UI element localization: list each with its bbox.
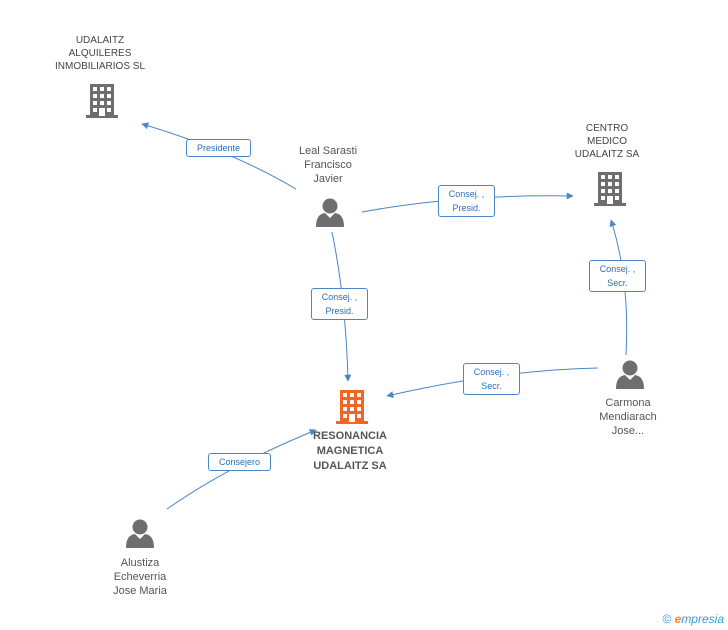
person-label-leal-sarasti[interactable]: Leal Sarasti Francisco Javier xyxy=(278,144,378,186)
edge-label-carmona-centro[interactable]: Consej. , Secr. xyxy=(589,260,646,292)
label-line: MAGNETICA xyxy=(316,445,384,457)
label-line: UDALAITZ SA xyxy=(313,460,387,472)
label-line: INMOBILIARIOS SL xyxy=(54,61,146,72)
label-line: Jose... xyxy=(611,425,645,437)
edge-label-line: Consej. , xyxy=(448,189,485,199)
label-line: Francisco xyxy=(304,159,352,171)
brand-name: mpresia xyxy=(681,612,724,626)
label-line: Leal Sarasti xyxy=(298,145,358,157)
label-line: Javier xyxy=(313,173,343,185)
person-icon[interactable] xyxy=(126,519,154,549)
edge-label-line: Presid. xyxy=(452,203,481,213)
company-label-resonancia[interactable]: RESONANCIA MAGNETICA UDALAITZ SA xyxy=(295,429,405,474)
edge-label-line: Presidente xyxy=(196,143,241,153)
label-line: MEDICO xyxy=(587,136,627,147)
copyright-symbol: © xyxy=(662,612,672,626)
person-icon[interactable] xyxy=(316,198,344,228)
edge-label-line: Consejero xyxy=(218,457,261,467)
brand-footer[interactable]: © empresia xyxy=(662,612,724,626)
label-line: RESONANCIA xyxy=(313,430,387,442)
label-line: Mendiarach xyxy=(599,411,657,423)
label-line: Echeverria xyxy=(113,571,167,583)
person-icon[interactable] xyxy=(616,360,644,390)
edge-label-line: Presid. xyxy=(325,306,354,316)
edge-label-line: Consej. , xyxy=(473,367,510,377)
brand-initial: e xyxy=(674,612,682,626)
label-line: UDALAITZ xyxy=(75,35,125,46)
label-line: UDALAITZ SA xyxy=(574,149,640,160)
edge-label-carmona-resonancia[interactable]: Consej. , Secr. xyxy=(463,363,520,395)
label-line: ALQUILERES xyxy=(68,48,132,59)
edge-label-consejero[interactable]: Consejero xyxy=(208,453,271,471)
label-line: Jose Maria xyxy=(113,585,167,597)
edge-label-leal-centro[interactable]: Consej. , Presid. xyxy=(438,185,495,217)
company-label-udalaitz-alquileres[interactable]: UDALAITZ ALQUILERES INMOBILIARIOS SL xyxy=(40,34,160,73)
label-line: Alustiza xyxy=(120,557,160,569)
edge-label-line: Consej. , xyxy=(321,292,358,302)
building-icon[interactable] xyxy=(86,84,118,118)
edge-label-line: Secr. xyxy=(607,278,628,288)
edge-label-presidente[interactable]: Presidente xyxy=(186,139,251,157)
edge-label-line: Consej. , xyxy=(599,264,636,274)
label-line: CENTRO xyxy=(585,123,629,134)
building-icon[interactable] xyxy=(336,390,368,424)
company-label-centro-medico[interactable]: CENTRO MEDICO UDALAITZ SA xyxy=(552,122,662,161)
label-line: Carmona xyxy=(605,397,651,409)
person-label-alustiza[interactable]: Alustiza Echeverria Jose Maria xyxy=(90,556,190,598)
edge-label-line: Secr. xyxy=(481,381,502,391)
edge-label-leal-resonancia[interactable]: Consej. , Presid. xyxy=(311,288,368,320)
person-label-carmona[interactable]: Carmona Mendiarach Jose... xyxy=(580,396,676,438)
building-icon[interactable] xyxy=(594,172,626,206)
